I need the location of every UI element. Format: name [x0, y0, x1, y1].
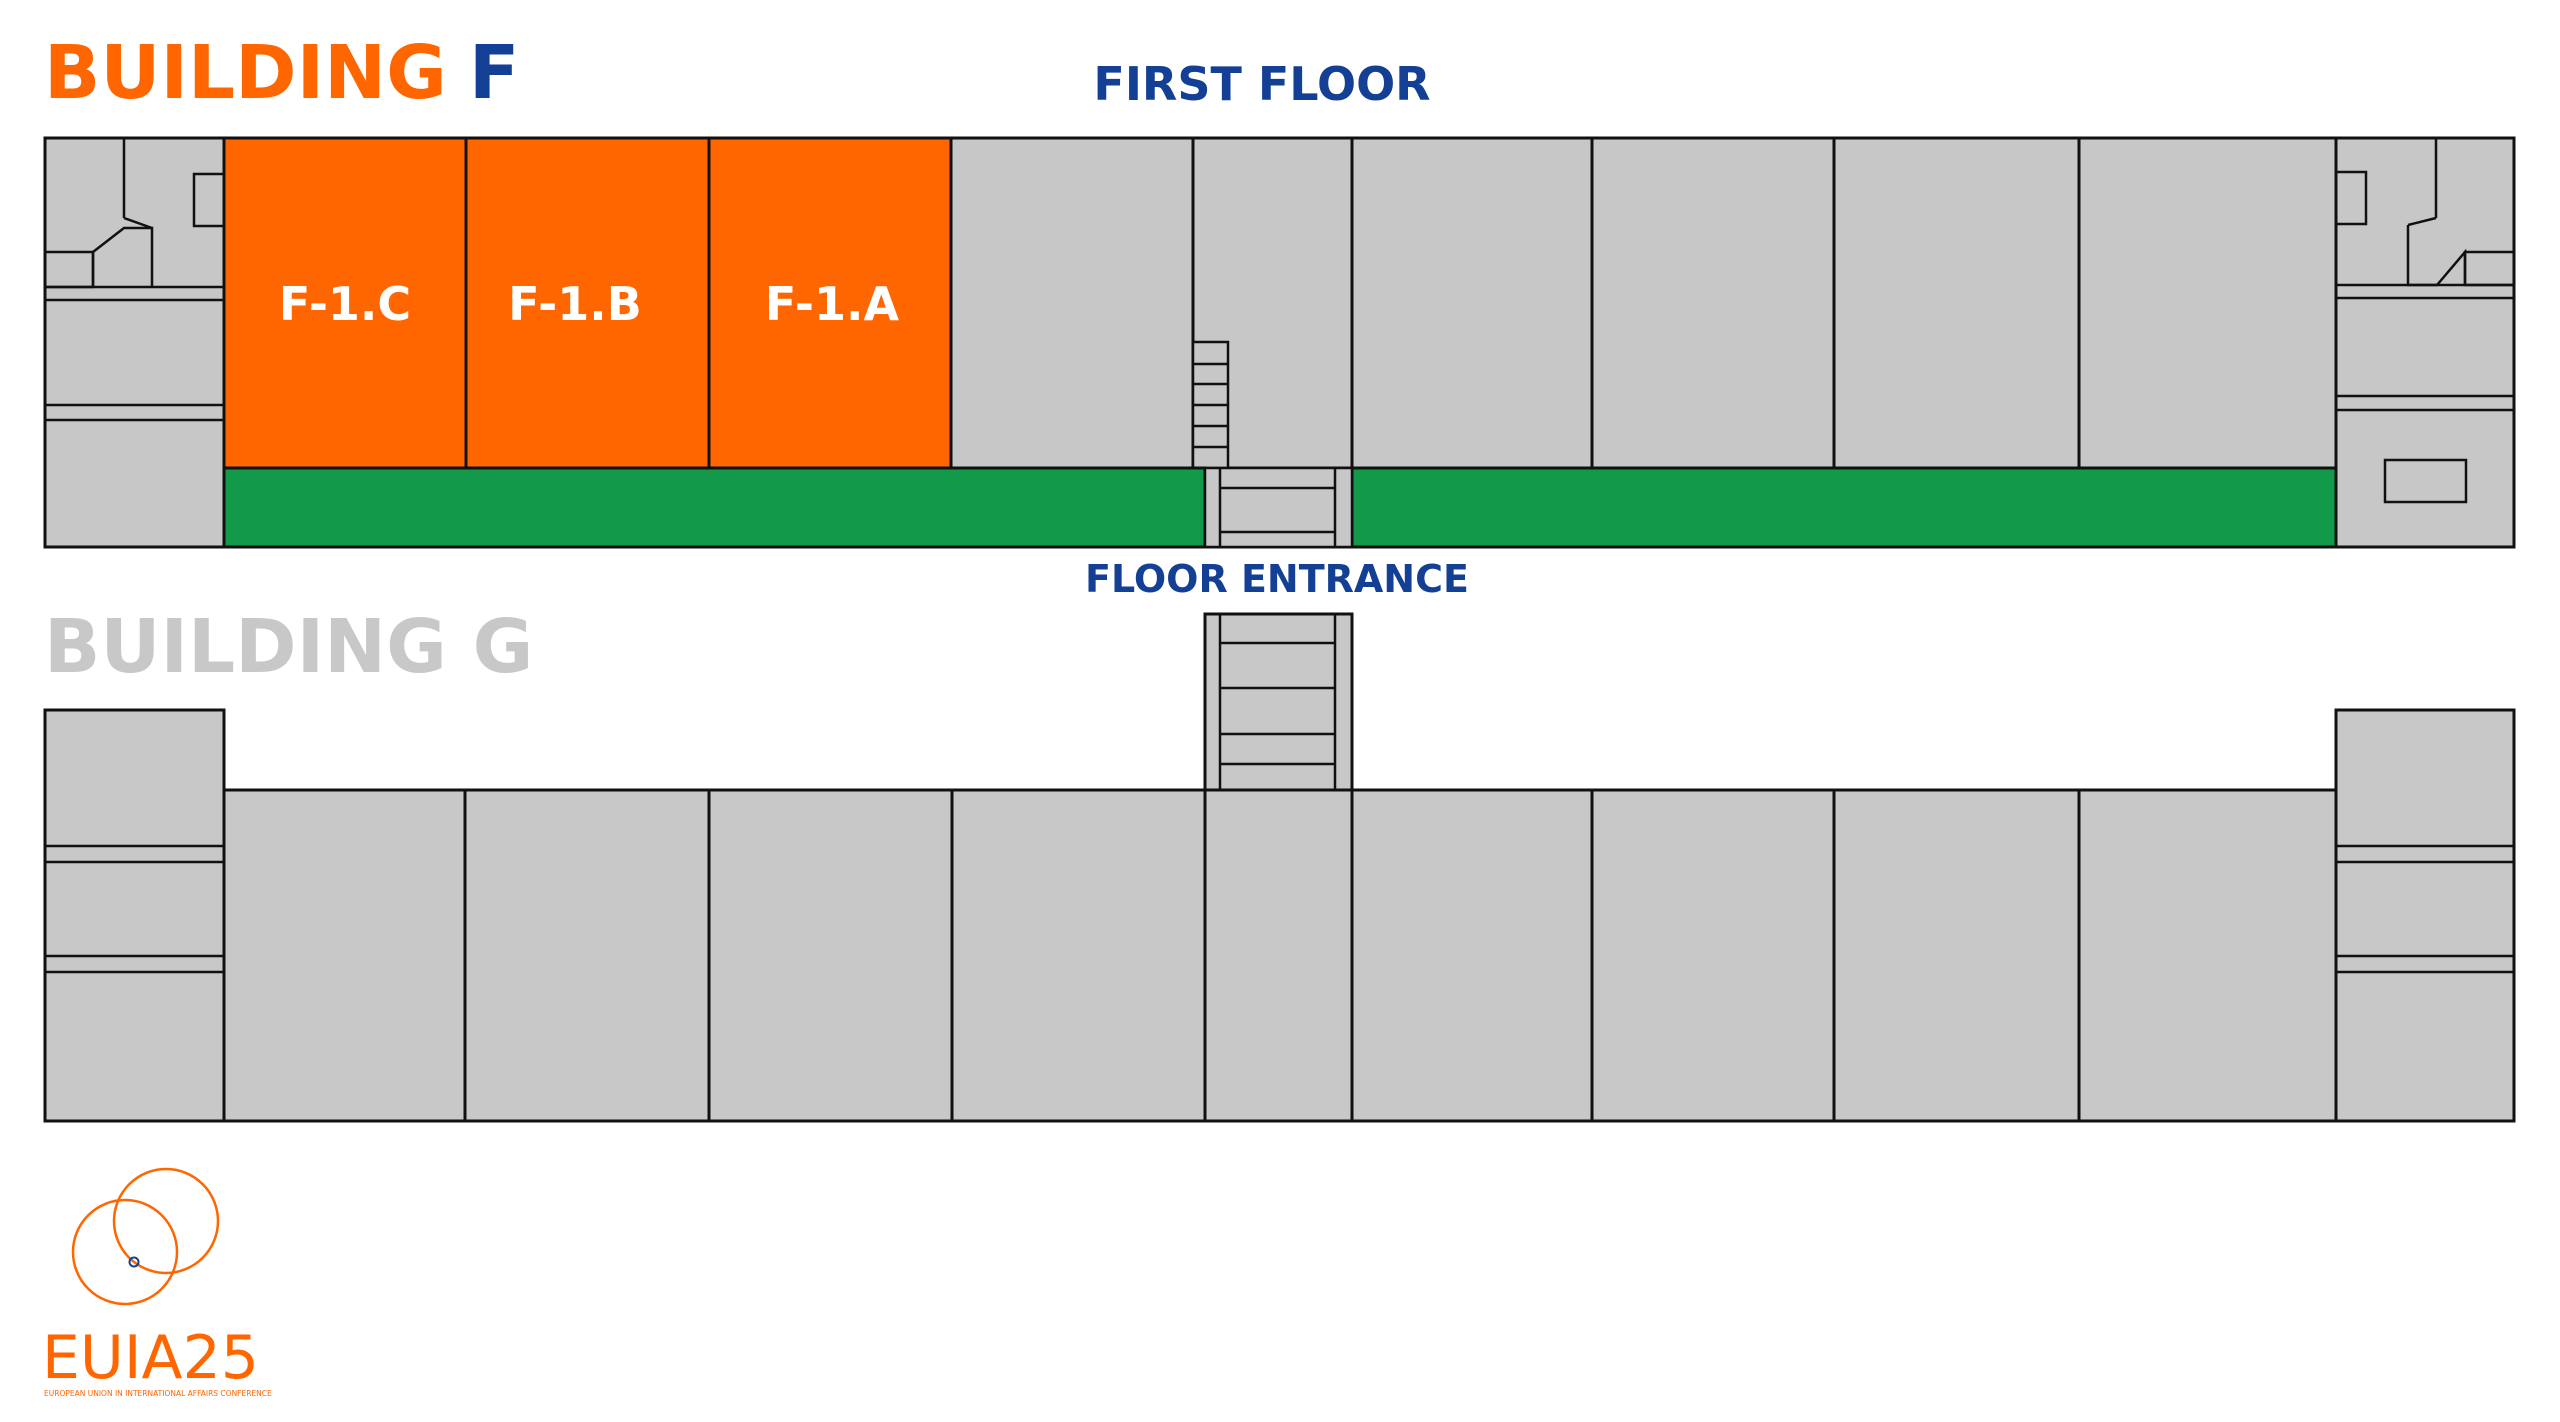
building-f-plan	[43, 136, 2516, 549]
room-f-1-c[interactable]	[222, 136, 468, 470]
building-g-room	[1832, 788, 2081, 1123]
building-g-right-block	[2334, 708, 2516, 1123]
building-g-room	[950, 788, 1207, 1123]
entrance-landing	[1203, 466, 1354, 549]
left-stair-block	[43, 138, 226, 422]
room-grey	[1590, 136, 1836, 470]
building-g-room	[1350, 788, 1594, 1123]
building-g-room	[463, 788, 711, 1123]
right-stair-block	[2334, 138, 2516, 504]
room-grey	[949, 136, 1195, 470]
logo-name: EUIA25	[42, 1323, 259, 1393]
room-grey	[1832, 136, 2081, 470]
corridor-left	[222, 466, 1207, 549]
building-f-title-letter: F	[469, 30, 520, 116]
building-g-room	[222, 788, 467, 1123]
euia-circles-icon	[71, 1167, 220, 1306]
building-g-room	[1590, 788, 1836, 1123]
building-g-title: BUILDING G	[44, 604, 533, 690]
building-f-title: BUILDING F	[44, 30, 519, 116]
floor-label: FIRST FLOOR	[1093, 57, 1430, 111]
building-g-left-block	[43, 708, 226, 1123]
corridor-right	[1350, 466, 2338, 549]
room-grey	[1350, 136, 1594, 470]
building-g-room	[2077, 788, 2338, 1123]
logo-tagline: EUROPEAN UNION IN INTERNATIONAL AFFAIRS …	[44, 1389, 272, 1398]
building-g-room	[707, 788, 954, 1123]
building-f-title-prefix: BUILDING	[44, 30, 447, 116]
building-g-plan	[43, 612, 2516, 1123]
building-g-room	[1203, 788, 1354, 1123]
room-label-f-1-c: F-1.C	[279, 277, 411, 331]
entrance-stair-tower	[1203, 612, 1354, 792]
room-label-f-1-b: F-1.B	[508, 277, 642, 331]
room-label-f-1-a: F-1.A	[765, 277, 900, 331]
room-grey	[2077, 136, 2338, 470]
inner-stairs	[1191, 340, 1230, 470]
entrance-label: FLOOR ENTRANCE	[1085, 557, 1469, 601]
